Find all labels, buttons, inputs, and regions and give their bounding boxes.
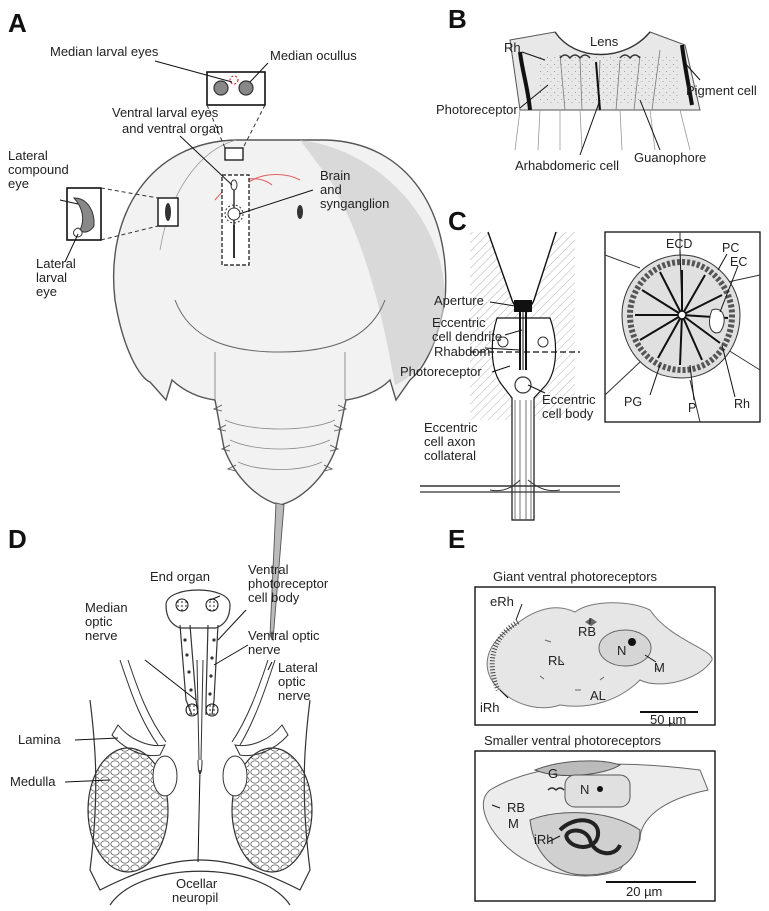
e-smaller-title: Smaller ventral photoreceptors [484, 733, 662, 748]
label-b-pigment-cell: Pigment cell [686, 83, 757, 98]
label-d-medulla: Medulla [10, 774, 56, 789]
label-c-aperture: Aperture [434, 293, 484, 308]
label-b-rh: Rh [504, 40, 521, 55]
label-c-p: P [688, 401, 696, 415]
label-d-median-optic-1: Median [85, 600, 128, 615]
label-brain-3: synganglion [320, 196, 389, 211]
label-c-eccentric-axon-1: Eccentric [424, 420, 478, 435]
panel-e-letter: E [448, 524, 465, 554]
panel-a-letter: A [8, 8, 27, 38]
label-d-end-organ: End organ [150, 569, 210, 584]
label-e-giant-al: AL [590, 688, 606, 703]
panel-e: E Giant ventral photoreceptors eRh RB N … [448, 524, 715, 901]
label-median-larval-eyes: Median larval eyes [50, 44, 159, 59]
label-e-giant-scale: 50 µm [650, 712, 686, 727]
panel-d-letter: D [8, 524, 27, 554]
label-b-guanophore: Guanophore [634, 150, 706, 165]
label-d-median-optic-3: nerve [85, 628, 118, 643]
panel-d: D [8, 524, 329, 905]
label-lateral-larval-3: eye [36, 284, 57, 299]
label-c-eccentric-dendrite-1: Eccentric [432, 315, 486, 330]
label-c-eccentric-dendrite-2: cell dendrite [432, 329, 502, 344]
label-c-photoreceptor: Photoreceptor [400, 364, 482, 379]
label-e-giant-n: N [617, 643, 626, 658]
label-c-pg: PG [624, 395, 642, 409]
label-c-rhabdom: Rhabdom [434, 344, 490, 359]
label-e-smaller-rb: RB [507, 800, 525, 815]
label-e-giant-rb: RB [578, 624, 596, 639]
label-e-giant-irh: iRh [480, 700, 500, 715]
panel-a: A [8, 8, 446, 640]
label-d-ventral-photo-2: photoreceptor [248, 576, 329, 591]
label-brain-1: Brain [320, 168, 350, 183]
ocellus-section-illustration [510, 32, 700, 150]
label-b-arhabdomeric: Arhabdomeric cell [515, 158, 619, 173]
label-c-eccentric-body-1: Eccentric [542, 392, 596, 407]
label-c-eccentric-axon-2: cell axon [424, 434, 475, 449]
panel-c-letter: C [448, 206, 467, 236]
label-d-ocellar-1: Ocellar [176, 876, 218, 891]
label-d-lamina: Lamina [18, 732, 61, 747]
label-median-ocellus: Median ocullus [270, 48, 357, 63]
label-lateral-larval-1: Lateral [36, 256, 76, 271]
label-lateral-compound-2: compound [8, 162, 69, 177]
panel-b: B Rh Lens Photoreceptor Pigment cell Arh… [436, 4, 757, 173]
label-b-photoreceptor: Photoreceptor [436, 102, 518, 117]
panel-c: C Aperture Eccentric cell dendrite Rhabd… [400, 206, 760, 520]
label-brain-2: and [320, 182, 342, 197]
label-b-lens: Lens [590, 34, 619, 49]
label-c-ec: EC [730, 255, 747, 269]
label-e-smaller-irh: iRh [534, 832, 554, 847]
label-c-eccentric-axon-3: collateral [424, 448, 476, 463]
label-e-smaller-m: M [508, 816, 519, 831]
label-d-lateral-optic-2: optic [278, 674, 306, 689]
median-ocellus-right [239, 81, 253, 95]
label-c-pc: PC [722, 241, 739, 255]
label-e-giant-m: M [654, 660, 665, 675]
label-lateral-larval-2: larval [36, 270, 67, 285]
label-e-giant-erh: eRh [490, 594, 514, 609]
label-lateral-compound-1: Lateral [8, 148, 48, 163]
label-ventral-larval-eyes-1: Ventral larval eyes [112, 105, 219, 120]
label-c-eccentric-body-2: cell body [542, 406, 594, 421]
label-d-ventral-optic-2: nerve [248, 642, 281, 657]
label-lateral-compound-3: eye [8, 176, 29, 191]
e-giant-title: Giant ventral photoreceptors [493, 569, 658, 584]
label-c-rh: Rh [734, 397, 750, 411]
label-e-giant-rl: RL [548, 653, 565, 668]
label-d-lateral-optic-1: Lateral [278, 660, 318, 675]
label-d-lateral-optic-3: nerve [278, 688, 311, 703]
label-d-median-optic-2: optic [85, 614, 113, 629]
label-d-ventral-photo-3: cell body [248, 590, 300, 605]
label-ventral-larval-eyes-2: and ventral organ [122, 121, 223, 136]
label-d-ocellar-2: neuropil [172, 890, 218, 905]
label-e-smaller-n: N [580, 782, 589, 797]
label-e-smaller-scale: 20 µm [626, 884, 662, 899]
panel-b-letter: B [448, 4, 467, 34]
label-d-ventral-photo-1: Ventral [248, 562, 289, 577]
label-d-ventral-optic-1: Ventral optic [248, 628, 320, 643]
label-e-smaller-g: G [548, 766, 558, 781]
median-ocellus-left [214, 81, 228, 95]
label-c-ecd: ECD [666, 237, 692, 251]
